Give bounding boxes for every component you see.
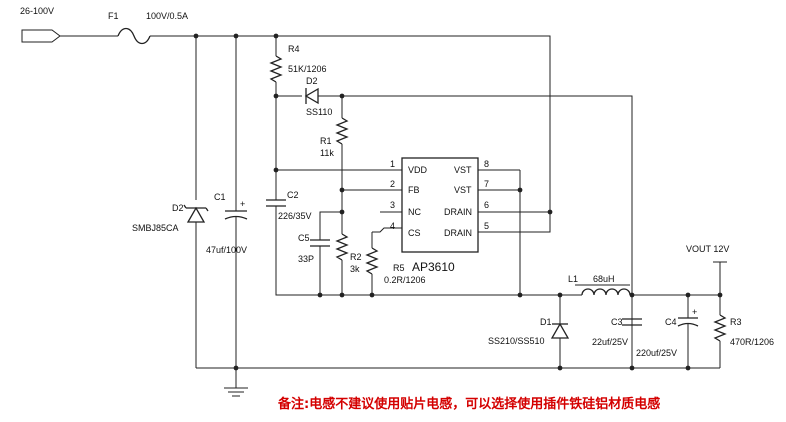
capacitor-c5-ref: C5 (298, 233, 310, 243)
resistor-r1-ref: R1 (320, 136, 332, 146)
diode-d2-value: SS110 (306, 107, 332, 117)
ic-pin-5-number: 5 (484, 221, 489, 231)
resistor-r3-ref: R3 (730, 317, 742, 327)
ic-pin-5-label: DRAIN (444, 228, 472, 238)
resistor-r4-value: 51K/1206 (288, 64, 327, 74)
capacitor-c4-polarity: + (692, 307, 697, 317)
capacitor-c2 (266, 199, 286, 207)
ic-pin-6-number: 6 (484, 200, 489, 210)
junction-dot (547, 209, 553, 215)
ic-pin-8-number: 8 (484, 159, 489, 169)
junction-dot (685, 365, 691, 371)
inductor-l1-ref: L1 (568, 274, 578, 284)
fuse-f1-value: 100V/0.5A (146, 11, 188, 21)
junction-dot (233, 365, 239, 371)
ic-pin-3-label: NC (408, 207, 421, 217)
capacitor-c3-ref: C3 (611, 317, 623, 327)
capacitor-c4 (677, 317, 699, 327)
diode-d1-ref: D1 (540, 317, 552, 327)
ic-pin-7-label: VST (454, 185, 472, 195)
junction-dot (517, 187, 523, 193)
junction-dot (339, 292, 345, 298)
capacitor-c1-ref: C1 (214, 192, 226, 202)
capacitor-c1-value: 47uf/100V (206, 245, 247, 255)
fuse-f1 (117, 27, 151, 45)
ground-symbol (224, 387, 248, 397)
inductor-l1 (581, 288, 631, 296)
design-note: 备注:电感不建议使用贴片电感，可以选择使用插件铁硅铝材质电感 (277, 396, 660, 412)
ic-pin-4-label: CS (408, 228, 421, 238)
ic-pin-1-label: VDD (408, 165, 428, 175)
resistor-r5-value: 0.2R/1206 (384, 275, 426, 285)
inductor-l1-value: 68uH (593, 274, 615, 284)
capacitor-c1 (224, 210, 248, 220)
resistor-r2-ref: R2 (350, 252, 362, 262)
junction-dot (685, 292, 691, 298)
tvs-diode-d2-ref: D2 (172, 203, 184, 213)
resistor-r3 (713, 314, 727, 342)
junction-dot (557, 365, 563, 371)
capacitor-c3-value: 22uf/25V (592, 337, 628, 347)
ic-pin-3-number: 3 (390, 200, 395, 210)
ic-pin-4-number: 4 (390, 221, 395, 231)
fuse-f1-ref: F1 (108, 11, 119, 21)
ic-name: AP3610 (412, 260, 455, 274)
capacitor-c4-value: 220uf/25V (636, 348, 677, 358)
resistor-r4 (269, 55, 283, 83)
resistor-r3-value: 470R/1206 (730, 337, 774, 347)
capacitor-c5 (310, 239, 330, 247)
capacitor-c5-value: 33P (298, 254, 314, 264)
diode-d2-ref: D2 (306, 76, 318, 86)
ic-pin-6-label: DRAIN (444, 207, 472, 217)
tvs-diode-d2 (183, 204, 209, 223)
capacitor-c4-ref: C4 (665, 317, 677, 327)
resistor-r2-value: 3k (350, 264, 360, 274)
junction-dot (629, 292, 635, 298)
input-terminal (21, 29, 61, 43)
ic-pin-2-label: FB (408, 185, 420, 195)
capacitor-c2-ref: C2 (287, 190, 299, 200)
capacitor-c2-value: 226/35V (278, 211, 312, 221)
diode-d2-ss110 (304, 87, 319, 105)
capacitor-c1-polarity: + (240, 199, 245, 209)
resistor-r1-value: 11k (320, 148, 334, 158)
resistor-r5 (365, 247, 379, 275)
diode-d1 (550, 322, 570, 339)
resistor-r2 (335, 233, 349, 261)
tvs-diode-d2-value: SMBJ85CA (132, 223, 179, 233)
resistor-r5-ref: R5 (393, 263, 405, 273)
ic-pin-7-number: 7 (484, 179, 489, 189)
ic-ap3610 (401, 157, 479, 253)
resistor-r4-ref: R4 (288, 44, 300, 54)
resistor-r1 (335, 117, 349, 145)
ic-pin-2-number: 2 (390, 179, 395, 189)
ic-pin-8-label: VST (454, 165, 472, 175)
diode-d1-value: SS210/SS510 (488, 336, 545, 346)
junction-dot (369, 292, 375, 298)
output-voltage-label: VOUT 12V (686, 244, 729, 254)
ic-pin-1-number: 1 (390, 159, 395, 169)
input-voltage-label: 26-100V (20, 6, 54, 16)
junction-dot (317, 292, 323, 298)
